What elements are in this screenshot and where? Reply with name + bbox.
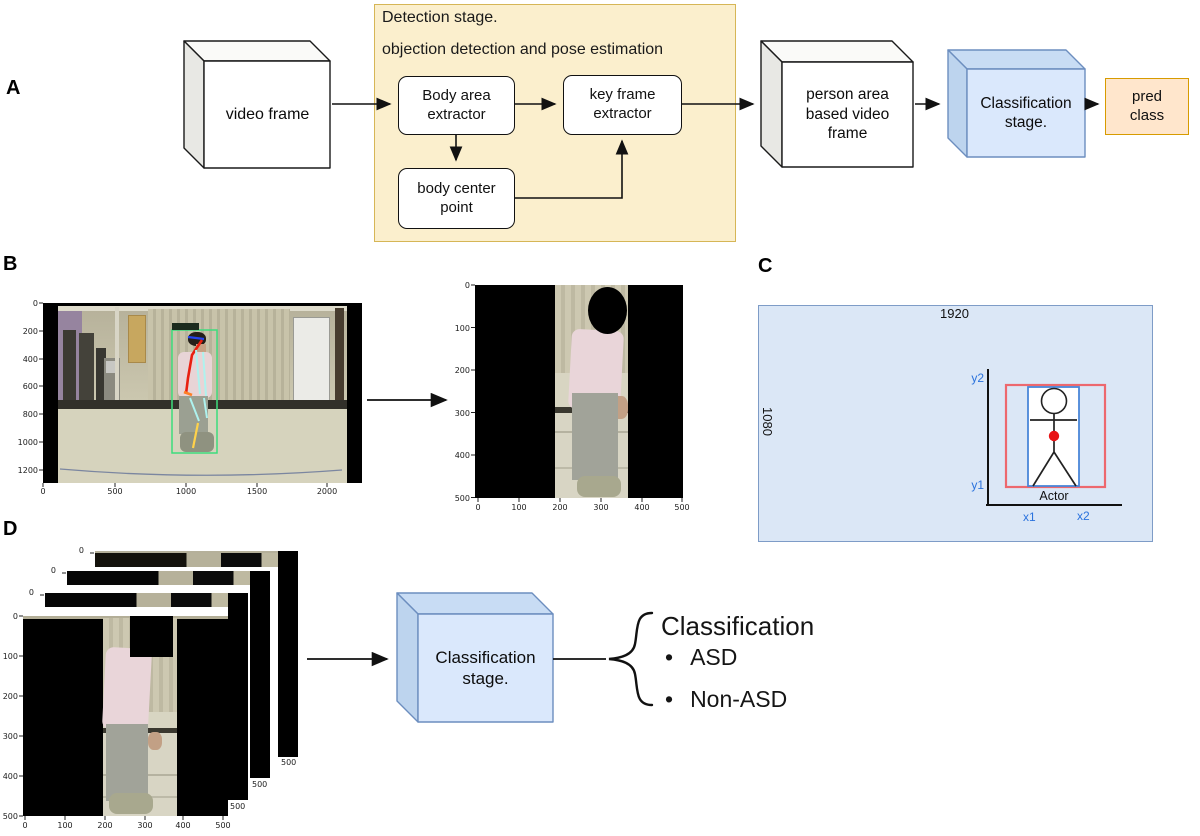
y-tick-label: 100 (454, 324, 470, 333)
panel-a-label: A (6, 77, 21, 99)
result-item-label: ASD (690, 644, 738, 670)
stacked-frame-edge (228, 593, 248, 800)
pred-class-box: pred class (1105, 78, 1189, 135)
y2-label: y2 (971, 371, 984, 385)
actor-label: Actor (1039, 489, 1069, 503)
x-tick-label: 100 (511, 503, 527, 512)
y-tick-label: 0 (78, 546, 84, 555)
x-tick-label: 1000 (175, 487, 197, 496)
x-tick-label: 2000 (316, 487, 338, 496)
x-tick-label: 500 (674, 503, 690, 512)
x-tick-label: 500 (107, 487, 123, 496)
y-tick-label: 0 (32, 299, 38, 308)
classification-stage-cube-label: Classification stage. (980, 94, 1072, 131)
result-item: • ASD (665, 644, 737, 671)
y1-label: y1 (971, 478, 984, 492)
person-pants (572, 393, 618, 480)
result-item-label: Non-ASD (690, 686, 788, 712)
anonymized-head (588, 287, 627, 334)
stacked-frame-strip (95, 551, 298, 567)
frame-height-label: 1080 (760, 407, 775, 436)
key-frame-extractor-box: key frame extractor (563, 75, 682, 135)
x-tick-label: 1500 (246, 487, 268, 496)
person-pants (179, 396, 208, 434)
wall-poster (128, 315, 146, 363)
detection-stage-subtitle: objection detection and pose estimation (382, 41, 664, 58)
y-tick-label: 600 (22, 382, 38, 391)
x-tick-label: 500 (252, 780, 268, 789)
result-item: • Non-ASD (665, 686, 787, 713)
curtain-backdrop (148, 309, 290, 401)
person-shirt (178, 352, 212, 398)
anonymized-head (130, 616, 173, 657)
panel-b-label: B (3, 253, 18, 275)
x-tick-label: 200 (552, 503, 568, 512)
y-tick-label: 200 (2, 692, 18, 701)
x-tick-label: 200 (97, 821, 113, 830)
x-tick-label: 500 (230, 802, 246, 811)
y-tick-label: 0 (28, 588, 34, 597)
y-tick-label: 0 (464, 281, 470, 290)
x-tick-label: 400 (634, 503, 650, 512)
video-frame-plot (43, 303, 362, 483)
y-tick-label: 0 (50, 566, 56, 575)
frame-width-label: 1920 (940, 306, 969, 321)
y-tick-label: 300 (2, 732, 18, 741)
x-tick-label: 500 (281, 758, 297, 767)
x-tick-label: 0 (40, 487, 46, 496)
bullet-icon: • (665, 686, 674, 712)
video-frame-cube-label: video frame (225, 105, 310, 123)
stacked-frame-strip (67, 571, 270, 585)
person-area-cube-label: person area based video frame (805, 86, 890, 143)
y-tick-label: 400 (22, 355, 38, 364)
classification-result-title: Classification (661, 611, 815, 641)
full-frame-schematic (758, 305, 1153, 542)
stacked-frame-edge (250, 571, 270, 778)
y-tick-label: 400 (2, 772, 18, 781)
bullet-icon: • (665, 644, 674, 670)
brace-icon (608, 611, 654, 707)
y-tick-label: 100 (2, 652, 18, 661)
y-tick-label: 500 (2, 812, 18, 821)
cropped-person-plot (475, 285, 683, 498)
panel-d-label: D (3, 518, 18, 540)
person-shirt (101, 646, 153, 732)
x-tick-label: 300 (593, 503, 609, 512)
y-tick-label: 200 (22, 327, 38, 336)
person-shoes (109, 793, 153, 814)
x-tick-label: 0 (475, 503, 481, 512)
y-tick-label: 800 (22, 410, 38, 419)
dark-doorway (335, 308, 344, 418)
person-hand (148, 732, 162, 750)
y-tick-label: 200 (454, 366, 470, 375)
x-tick-label: 500 (215, 821, 231, 830)
equipment-silhouette (79, 333, 94, 401)
detection-stage-title: Detection stage. (382, 9, 498, 26)
y-tick-label: 1000 (17, 438, 38, 447)
x-tick-label: 300 (137, 821, 153, 830)
person-shoes (577, 476, 621, 497)
x2-label: x2 (1077, 509, 1090, 523)
x1-label: x1 (1023, 510, 1036, 524)
y-tick-label: 500 (454, 494, 470, 503)
y-tick-label: 0 (12, 612, 18, 621)
body-center-point-box: body center point (398, 168, 515, 229)
panel-c-label: C (758, 255, 773, 277)
person-pants (106, 724, 148, 801)
body-area-extractor-box: Body area extractor (398, 76, 515, 135)
y-tick-label: 1200 (17, 466, 38, 475)
equipment-silhouette (63, 330, 76, 402)
y-tick-label: 400 (454, 451, 470, 460)
classification-stage-cube-label: Classification stage. (435, 647, 536, 688)
person-shoes (180, 432, 214, 452)
stacked-frame-edge (278, 551, 298, 757)
x-tick-label: 400 (175, 821, 191, 830)
x-tick-label: 100 (57, 821, 73, 830)
whiteboard (293, 317, 330, 403)
wall-pipe (115, 307, 119, 405)
key-frame-plot (23, 616, 228, 816)
stacked-frame-strip (45, 593, 248, 607)
x-tick-label: 0 (22, 821, 28, 830)
y-tick-label: 300 (454, 409, 470, 418)
